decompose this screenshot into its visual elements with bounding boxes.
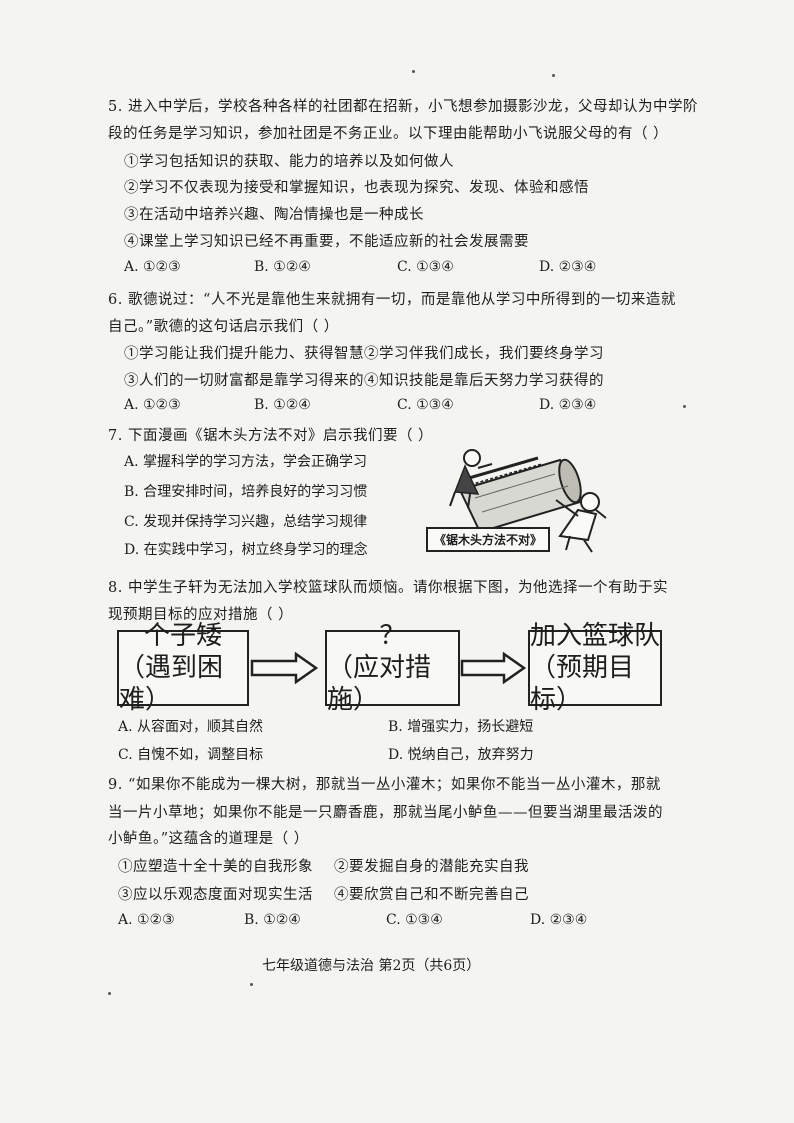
flow-box-measure-subtitle: （应对措施）	[327, 653, 432, 715]
flow-box-measure-title: ？	[379, 621, 406, 651]
q9-option-b[interactable]: B. ①②④	[244, 912, 301, 928]
q8-option-a[interactable]: A. 从容面对，顺其自然	[118, 719, 264, 735]
flow-box-goal: 加入篮球队 （预期目标）	[528, 621, 662, 715]
cartoon-caption: 《锯木头方法不对》	[426, 527, 551, 552]
q7-option-d[interactable]: D. 在实践中学习，树立终身学习的理念	[124, 542, 368, 558]
q5-stem-line1: 5. 进入中学后，学校各种各样的社团都在招新，小飞想参加摄影沙龙，父母却认为中学…	[108, 99, 698, 115]
left-person-drawing	[449, 449, 493, 509]
flow-box-difficulty-subtitle: （遇到困难）	[119, 653, 224, 715]
flow-box-goal-title: 加入篮球队	[530, 621, 661, 651]
flow-arrow-1	[250, 652, 318, 684]
q8-stem-line2: 现预期目标的应对措施（ ）	[108, 607, 294, 623]
q5-stem-line2: 段的任务是学习知识，参加社团是不务正业。以下理由能帮助小飞说服父母的有（ ）	[108, 126, 669, 142]
q9-item-4: ④要欣赏自己和不断完善自己	[334, 887, 529, 903]
q9-stem-line1: 9. “如果你不能成为一棵大树，那就当一丛小灌木；如果你不能当一丛小灌木，那就	[108, 777, 661, 793]
page-footer: 七年级道德与法治 第2页（共6页）	[262, 958, 481, 974]
q8-option-b[interactable]: B. 增强实力，扬长避短	[388, 719, 534, 735]
scan-speck	[683, 405, 686, 408]
q6-option-a[interactable]: A. ①②③	[124, 397, 181, 413]
q6-stem-line2: 自己。”歌德的这句话启示我们（ ）	[108, 319, 339, 335]
right-person-drawing	[555, 492, 607, 553]
q7-option-b[interactable]: B. 合理安排时间，培养良好的学习习惯	[124, 484, 368, 500]
saw-drawing	[461, 456, 543, 487]
q5-item-3: ③在活动中培养兴趣、陶冶情操也是一种成长	[124, 207, 424, 223]
scan-speck	[552, 74, 555, 77]
q7-option-c[interactable]: C. 发现并保持学习兴趣，总结学习规律	[124, 514, 368, 530]
q9-option-d[interactable]: D. ②③④	[530, 912, 588, 928]
q8-option-d[interactable]: D. 悦纳自己，放弃努力	[388, 747, 534, 763]
q8-stem-line1: 8. 中学生子轩为无法加入学校篮球队而烦恼。请你根据下图，为他选择一个有助于实	[108, 580, 668, 596]
q9-stem-line2: 当一片小草地；如果你不能是一只麝香鹿，那就当尾小鲈鱼——但要当湖里最活泼的	[108, 805, 663, 821]
q6-option-b[interactable]: B. ①②④	[254, 397, 311, 413]
q9-option-a[interactable]: A. ①②③	[118, 912, 175, 928]
scan-speck	[250, 983, 253, 986]
flow-box-measure: ？ （应对措施）	[325, 621, 460, 715]
flow-box-difficulty: 个子矮 （遇到困难）	[117, 621, 249, 715]
flow-box-goal-subtitle: （预期目标）	[530, 653, 635, 715]
flow-arrow-2	[460, 652, 526, 684]
q6-item-2: ③人们的一切财富都是靠学习得来的④知识技能是靠后天努力学习获得的	[124, 373, 604, 389]
scan-speck	[108, 992, 111, 995]
q8-option-c[interactable]: C. 自愧不如，调整目标	[118, 747, 264, 763]
scan-speck	[412, 70, 415, 73]
q9-item-1: ①应塑造十全十美的自我形象	[118, 859, 313, 875]
q9-item-3: ③应以乐观态度面对现实生活	[118, 887, 313, 903]
q5-option-b[interactable]: B. ①②④	[254, 259, 311, 275]
q5-item-4: ④课堂上学习知识已经不再重要，不能适应新的社会发展需要	[124, 234, 529, 250]
q5-item-1: ①学习包括知识的获取、能力的培养以及如何做人	[124, 154, 454, 170]
q6-option-c[interactable]: C. ①③④	[397, 397, 454, 413]
sawing-wood-cartoon	[449, 449, 607, 553]
flow-box-difficulty-title: 个子矮	[143, 621, 222, 651]
q9-option-c[interactable]: C. ①③④	[386, 912, 443, 928]
q5-option-d[interactable]: D. ②③④	[539, 259, 597, 275]
q6-item-1: ①学习能让我们提升能力、获得智慧②学习伴我们成长，我们要终身学习	[124, 346, 604, 362]
q7-stem-line1: 7. 下面漫画《锯木头方法不对》启示我们要（ ）	[108, 428, 434, 444]
q7-option-a[interactable]: A. 掌握科学的学习方法，学会正确学习	[124, 454, 368, 470]
q5-item-2: ②学习不仅表现为接受和掌握知识，也表现为探究、发现、体验和感悟	[124, 180, 589, 196]
q5-option-c[interactable]: C. ①③④	[397, 259, 454, 275]
q6-option-d[interactable]: D. ②③④	[539, 397, 597, 413]
q6-stem-line1: 6. 歌德说过：“人不光是靠他生来就拥有一切，而是靠他从学习中所得到的一切来造就	[108, 292, 676, 308]
q9-stem-line3: 小鲈鱼。”这蕴含的道理是（ ）	[108, 831, 309, 847]
q9-item-2: ②要发掘自身的潜能充实自我	[334, 859, 529, 875]
q5-option-a[interactable]: A. ①②③	[124, 259, 181, 275]
